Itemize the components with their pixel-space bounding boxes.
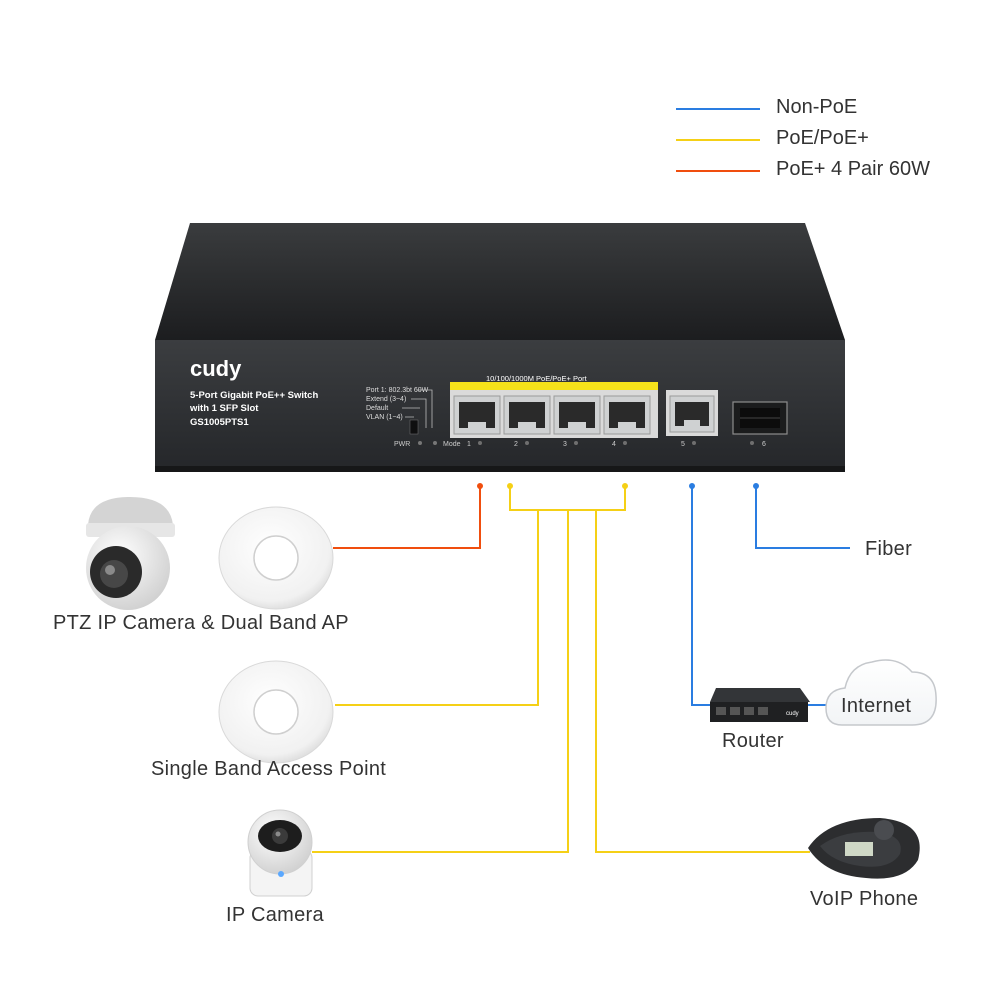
rj45-port-4[interactable]	[603, 395, 651, 435]
rj45-port-2[interactable]	[503, 395, 551, 435]
switch-brand: cudy	[190, 356, 242, 381]
poe-port-band	[450, 382, 658, 390]
label-ptz-camera-dual-band-ap: PTZ IP Camera & Dual Band AP	[53, 612, 349, 634]
sfp-port-6[interactable]	[732, 401, 788, 435]
legend-line-poe	[676, 139, 760, 141]
legend-label-poe-60w: PoE+ 4 Pair 60W	[776, 158, 930, 180]
label-voip-phone: VoIP Phone	[810, 888, 919, 910]
mode-led	[433, 441, 437, 445]
single-band-ap	[218, 660, 334, 764]
voip-phone	[808, 818, 920, 879]
ip-camera	[247, 809, 313, 897]
label-internet: Internet	[841, 695, 912, 717]
mode-label: Mode	[443, 441, 461, 448]
mode-option-2: Extend (3~4)	[366, 396, 406, 403]
rj45-port-5[interactable]	[666, 390, 718, 436]
port-number-4: 4	[612, 441, 616, 448]
port-number-6: 6	[762, 441, 766, 448]
cable-poe-60w	[333, 486, 481, 549]
label-fiber: Fiber	[865, 538, 913, 560]
legend-line-poe-60w	[676, 170, 760, 172]
poe-port-band-label: 10/100/1000M PoE/PoE+ Port	[486, 374, 588, 383]
router-device: cudy	[710, 688, 810, 722]
switch-title-line2: with 1 SFP Slot	[189, 403, 259, 414]
switch-model: GS1005PTS1	[190, 417, 249, 428]
port-number-3: 3	[563, 441, 567, 448]
poe-switch: cudy 5-Port Gigabit PoE++ Switch with 1 …	[155, 223, 845, 472]
rj45-port-1[interactable]	[453, 395, 501, 435]
legend-label-poe: PoE/PoE+	[776, 127, 869, 149]
port-number-1: 1	[467, 441, 471, 448]
switch-top	[155, 223, 845, 340]
cable-fiber	[755, 486, 850, 549]
cable-non-poe-router	[691, 486, 710, 706]
dual-band-ap	[218, 506, 334, 610]
ptz-camera	[86, 497, 175, 610]
mode-dip-switch[interactable]	[409, 419, 419, 435]
internet-cloud-icon	[825, 659, 937, 726]
mode-option-1: Port 1: 802.3bt 60W	[366, 387, 429, 394]
mode-option-3: Default	[366, 405, 388, 412]
legend-line-non-poe	[676, 108, 760, 110]
rj45-port-3[interactable]	[553, 395, 601, 435]
cable-poe	[312, 486, 810, 853]
router-brand: cudy	[786, 711, 799, 717]
label-ip-camera: IP Camera	[226, 904, 324, 926]
mode-option-4: VLAN (1~4)	[366, 414, 403, 421]
label-single-band-ap: Single Band Access Point	[151, 758, 387, 780]
switch-title-line1: 5-Port Gigabit PoE++ Switch	[190, 390, 318, 401]
pwr-led	[418, 441, 422, 445]
legend-label-non-poe: Non-PoE	[776, 96, 858, 118]
port-number-2: 2	[514, 441, 518, 448]
pwr-label: PWR	[394, 441, 410, 448]
port-number-5: 5	[681, 441, 685, 448]
label-router: Router	[722, 730, 784, 752]
